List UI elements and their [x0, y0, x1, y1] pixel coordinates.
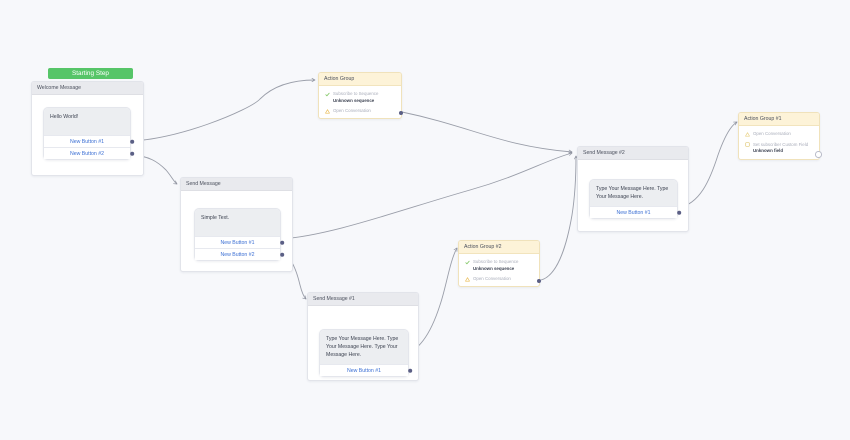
button-label: New Button #1: [220, 240, 255, 247]
message-button-row[interactable]: New Button #1: [44, 135, 135, 148]
button-output-port[interactable]: [279, 240, 285, 245]
button-output-port[interactable]: [129, 151, 135, 156]
node-action-group-2[interactable]: Action Group #2 Subscribe to Sequence Un…: [458, 240, 542, 288]
action-item-set-custom-field[interactable]: Set subscriber Custom Field Unknown fiel…: [745, 142, 814, 155]
button-label: New Button #2: [69, 151, 105, 158]
action-item-subscribe-to-sequence[interactable]: Subscribe to Sequence Unknown sequence: [325, 91, 396, 104]
node-title-send-message-2: Send Message #2: [578, 147, 688, 160]
message-bubble-send-message-1: Type Your Message Here. Type Your Messag…: [320, 330, 408, 365]
action-item-subscribe-to-sequence[interactable]: Subscribe to Sequence Unknown sequence: [465, 259, 534, 272]
message-button-row[interactable]: New Button #2: [195, 248, 285, 261]
edge-action-group-2-to-send-message-2: [540, 155, 578, 281]
button-output-port[interactable]: [407, 368, 413, 373]
edge-send-message-to-send-message-2: [279, 151, 573, 240]
custom-field-icon: [745, 142, 750, 147]
node-send-message-2[interactable]: Send Message #2 Type Your Message Here. …: [577, 146, 689, 232]
node-action-group[interactable]: Action Group Subscribe to Sequence Unkno…: [318, 72, 404, 120]
node-body-action-group-1: Open Conversation Set subscriber Custom …: [739, 126, 819, 160]
starting-step-badge: Starting Step: [48, 68, 133, 79]
node-send-message[interactable]: Send Message Simple Text. New Button #1 …: [180, 177, 293, 272]
message-button-row[interactable]: New Button #1: [590, 206, 682, 219]
message-card-send-message[interactable]: Simple Text. New Button #1 New Button #2: [194, 208, 285, 262]
action-item-open-conversation[interactable]: Open Conversation: [745, 131, 814, 138]
button-label: New Button #1: [616, 210, 651, 217]
conversation-icon: [745, 131, 750, 136]
message-card-send-message-1[interactable]: Type Your Message Here. Type Your Messag…: [319, 329, 413, 378]
message-button-row[interactable]: New Button #1: [320, 364, 413, 377]
action-item-open-conversation[interactable]: Open Conversation: [325, 108, 396, 115]
button-label: New Button #1: [69, 139, 105, 146]
node-title-send-message-1: Send Message #1: [308, 293, 418, 306]
button-output-port[interactable]: [129, 139, 135, 144]
message-card-welcome[interactable]: Hello World! New Button #1 New Button #2: [43, 107, 135, 161]
action-title: Subscribe to Sequence: [473, 259, 519, 264]
message-card-send-message-2[interactable]: Type Your Message Here. Type Your Messag…: [589, 179, 682, 220]
edge-action-group-to-send-message-2: [401, 111, 573, 154]
node-title-action-group-2: Action Group #2: [459, 241, 539, 254]
button-output-port[interactable]: [676, 210, 682, 215]
action-title: Open Conversation: [333, 108, 371, 114]
edge-welcome-to-action-group: [127, 78, 316, 142]
button-output-port[interactable]: [279, 252, 285, 257]
message-button-row[interactable]: New Button #1: [195, 236, 285, 249]
node-body-action-group-2: Subscribe to Sequence Unknown sequence O…: [459, 254, 539, 288]
conversation-icon: [325, 109, 330, 114]
button-label: New Button #2: [220, 252, 255, 259]
action-group-output-port[interactable]: [398, 111, 404, 116]
action-title: Open Conversation: [753, 131, 791, 136]
subscribe-icon: [465, 260, 470, 264]
message-bubble-welcome: Hello World!: [44, 108, 130, 136]
node-title-welcome-message: Welcome Message: [32, 82, 143, 95]
node-send-message-1[interactable]: Send Message #1 Type Your Message Here. …: [307, 292, 419, 381]
action-subtitle: Unknown sequence: [333, 97, 375, 103]
action-title: Open Conversation: [473, 276, 511, 282]
node-title-send-message: Send Message: [181, 178, 292, 191]
action-subtitle: Unknown sequence: [473, 265, 515, 271]
node-body-action-group: Subscribe to Sequence Unknown sequence O…: [319, 86, 401, 120]
button-label: New Button #1: [346, 368, 382, 375]
action-item-open-conversation[interactable]: Open Conversation: [465, 276, 534, 283]
node-action-group-1[interactable]: Action Group #1 Open Conversation Set su…: [738, 112, 822, 160]
action-group-1-output-port[interactable]: [815, 151, 822, 158]
message-bubble-send-message: Simple Text.: [195, 209, 280, 237]
action-title: Set subscriber Custom Field: [753, 141, 809, 147]
message-bubble-send-message-2: Type Your Message Here. Type Your Messag…: [590, 180, 677, 207]
node-welcome-message[interactable]: Welcome Message Hello World! New Button …: [31, 81, 144, 176]
node-title-action-group-1: Action Group #1: [739, 113, 819, 126]
node-title-action-group: Action Group: [319, 73, 401, 86]
action-title: Subscribe to Sequence: [333, 91, 379, 96]
action-group-2-output-port[interactable]: [536, 279, 542, 284]
message-button-row[interactable]: New Button #2: [44, 147, 135, 160]
action-subtitle: Unknown field: [753, 148, 784, 154]
conversation-icon: [465, 277, 470, 282]
subscribe-icon: [325, 92, 330, 96]
